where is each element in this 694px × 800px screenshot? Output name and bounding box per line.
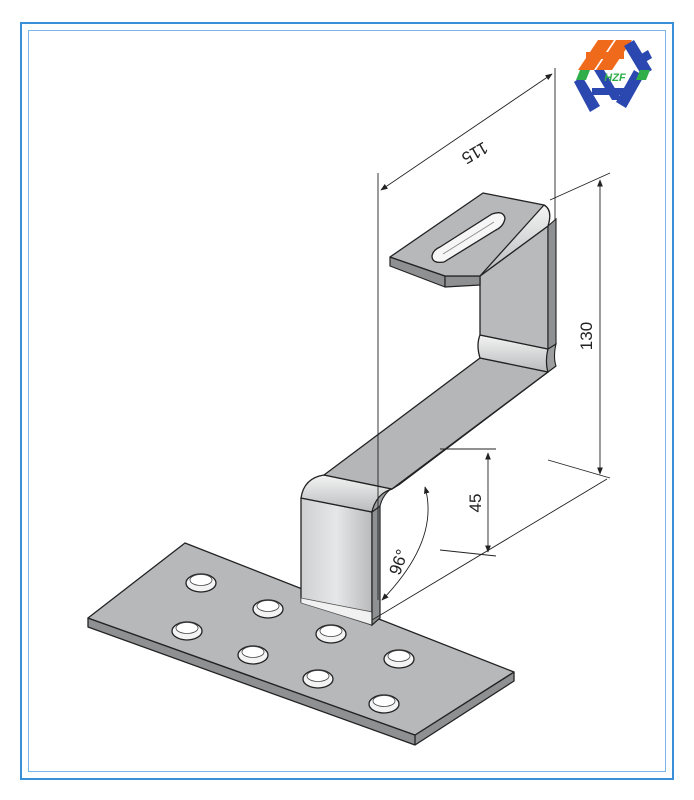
hole	[302, 669, 334, 689]
dim-45-label: 45	[466, 494, 485, 513]
hook-slope	[323, 357, 549, 490]
hole	[383, 649, 415, 669]
hole	[237, 645, 269, 665]
outer-border	[20, 22, 674, 780]
dim-angle-label: 96°	[386, 547, 413, 578]
hole	[185, 573, 217, 593]
hole	[171, 621, 203, 641]
dim-115-line	[380, 73, 553, 191]
hole	[252, 599, 284, 619]
dim-115-label: 115	[458, 138, 491, 168]
hole	[315, 624, 347, 644]
logo-text: HZF	[604, 72, 626, 84]
logo-green-mark	[576, 70, 650, 80]
hook-arm	[300, 192, 557, 627]
inner-border	[28, 30, 666, 772]
dim-130-label: 130	[577, 322, 596, 350]
dim-angle-arc	[381, 486, 430, 601]
base-plate	[87, 542, 515, 746]
base-plate-holes	[171, 573, 415, 714]
hole	[368, 694, 400, 714]
dimension-lines	[371, 68, 611, 621]
logo-orange-mark	[578, 40, 632, 70]
brand-logo: HZF	[574, 40, 652, 112]
